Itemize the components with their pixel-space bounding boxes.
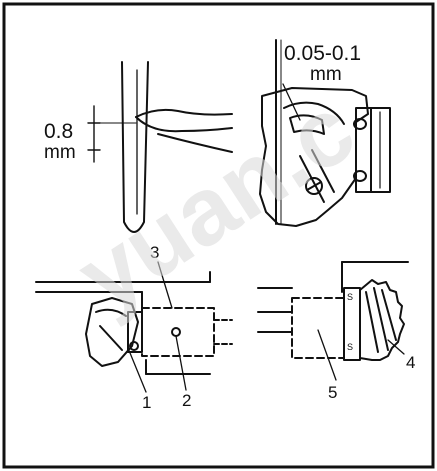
- leader-3: [157, 261, 173, 309]
- hook-collar: [127, 311, 143, 353]
- leader-2: [175, 335, 187, 391]
- hook-bevel-2: [311, 149, 335, 193]
- collar-screw-upper-mark: S: [347, 292, 353, 302]
- needle-shape: [121, 61, 149, 233]
- hook-small-inner: [95, 308, 127, 317]
- hook-collar-screw: [129, 341, 139, 351]
- gear-tooth-line-1: [365, 291, 379, 353]
- leader-1: [127, 347, 147, 393]
- shaft-housing: [355, 107, 391, 193]
- dimension-value-right: 0.05-0.1: [284, 42, 361, 65]
- panel-hook-clearance: [259, 39, 391, 227]
- dimension-unit-left: mm: [44, 142, 76, 163]
- hook-small: [85, 297, 139, 367]
- bevel-gear: [359, 279, 405, 361]
- panel-bevel-gear: S S: [257, 261, 409, 381]
- hook-assembly: [259, 87, 369, 227]
- set-screw-upper: [353, 118, 367, 130]
- hook-body-lower: [157, 133, 233, 153]
- dimension-unit-right: mm: [310, 64, 342, 85]
- screw-2: [171, 327, 181, 337]
- gear-tooth-line-3: [381, 289, 397, 341]
- hook-screw-slot: [306, 181, 322, 191]
- set-screw-lower: [353, 170, 367, 182]
- leader-4: [387, 339, 405, 355]
- callout-4: 4: [406, 353, 415, 372]
- hook-point-upper: [135, 108, 233, 118]
- hook-screw: [305, 177, 323, 195]
- callout-2: 2: [182, 391, 191, 410]
- panel-needle-gap: [87, 61, 233, 233]
- hook-tongue: [289, 114, 325, 135]
- panel-hook-shaft: [35, 261, 233, 393]
- callout-3: 3: [150, 243, 159, 262]
- gear-tooth-line-2: [373, 287, 389, 351]
- dimension-value-left: 0.8: [44, 120, 73, 143]
- callout-1: 1: [142, 393, 151, 412]
- callout-5: 5: [328, 383, 337, 402]
- collar-screw-lower-mark: S: [347, 342, 353, 352]
- hook-point-lower: [135, 116, 233, 133]
- hook-inner-curve: [283, 101, 345, 125]
- leader-5: [317, 329, 337, 381]
- hub-hidden: [291, 297, 345, 359]
- hook-small-bevel: [99, 325, 123, 351]
